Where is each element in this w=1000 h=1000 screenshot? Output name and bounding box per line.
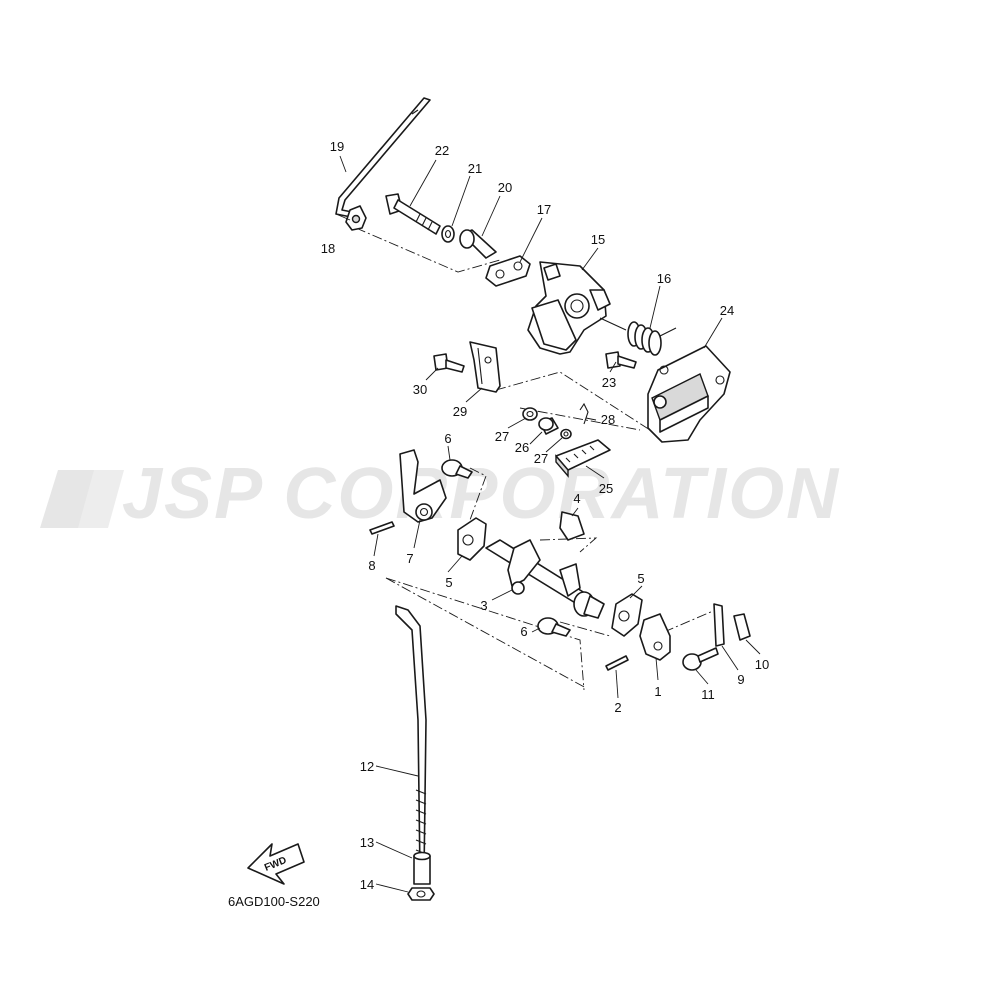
part-25-slider (555, 439, 611, 478)
callout-3: 3 (480, 598, 487, 613)
callout-10: 10 (755, 657, 769, 672)
callout-9: 9 (737, 672, 744, 687)
callout-1: 1 (654, 684, 661, 699)
callout-15: 15 (591, 232, 605, 247)
callout-8: 8 (368, 558, 375, 573)
part-15-throttle-cam (527, 261, 611, 355)
part-23-screw (605, 351, 637, 369)
callout-labels: 19 18 22 21 20 17 15 16 24 23 30 29 27 2… (321, 139, 769, 892)
callout-22: 22 (435, 143, 449, 158)
fwd-arrow-icon: FWD (247, 843, 305, 885)
callout-12: 12 (360, 759, 374, 774)
callout-28: 28 (601, 412, 615, 427)
callout-27-lower: 27 (534, 451, 548, 466)
callout-13: 13 (360, 835, 374, 850)
part-6-bolt-lower (537, 617, 571, 637)
part-3-shift-shaft (485, 539, 605, 619)
callout-20: 20 (498, 180, 512, 195)
callout-14: 14 (360, 877, 374, 892)
callout-24: 24 (720, 303, 734, 318)
part-10-tab (733, 613, 751, 641)
part-5-collar-lower (611, 593, 643, 637)
callout-29: 29 (453, 404, 467, 419)
callout-27-upper: 27 (495, 429, 509, 444)
guide-lines (355, 227, 721, 691)
part-27-washer-upper (522, 407, 538, 421)
callout-30: 30 (413, 382, 427, 397)
part-14-nut (407, 887, 435, 901)
part-27-washer-lower (560, 428, 572, 440)
leader-lines (335, 155, 761, 893)
part-13-joint (413, 851, 431, 885)
part-2-pin (605, 655, 629, 671)
callout-19: 19 (330, 139, 344, 154)
callout-4: 4 (573, 491, 580, 506)
part-4-clip (559, 511, 585, 541)
part-28-pin (579, 402, 589, 425)
callout-18: 18 (321, 241, 335, 256)
part-22-bolt (385, 193, 441, 235)
part-29-plate (469, 341, 501, 393)
callout-6-lower: 6 (520, 624, 527, 639)
callout-5-upper: 5 (445, 575, 452, 590)
part-26-collar (538, 417, 559, 435)
part-8-pin (369, 521, 395, 535)
watermark-logo-mark (40, 470, 124, 528)
callout-21: 21 (468, 161, 482, 176)
part-20-collar (459, 229, 497, 259)
callout-26: 26 (515, 440, 529, 455)
callout-23: 23 (602, 375, 616, 390)
part-19-throttle-rod (335, 97, 431, 219)
callout-17: 17 (537, 202, 551, 217)
part-7-lever (399, 449, 447, 523)
callout-16: 16 (657, 271, 671, 286)
part-17-link (485, 255, 531, 287)
part-16-spring (599, 317, 677, 356)
part-1-lever (639, 613, 671, 661)
part-9-plate (713, 603, 725, 647)
callout-7: 7 (406, 551, 413, 566)
callout-25: 25 (599, 481, 613, 496)
part-21-washer (441, 225, 455, 243)
part-6-bolt-upper (441, 459, 473, 479)
part-24-bracket (647, 345, 731, 443)
callout-11: 11 (701, 687, 715, 702)
diagram-code: 6AGD100-S220 (228, 894, 320, 909)
part-18-rod-clip (345, 205, 367, 231)
callout-6-upper: 6 (444, 431, 451, 446)
callout-2: 2 (614, 700, 621, 715)
part-30-screw (433, 353, 465, 373)
callout-5-lower: 5 (637, 571, 644, 586)
part-11-bolt (682, 647, 719, 671)
part-5-collar-upper (457, 517, 487, 561)
part-12-shift-rod (395, 605, 427, 875)
